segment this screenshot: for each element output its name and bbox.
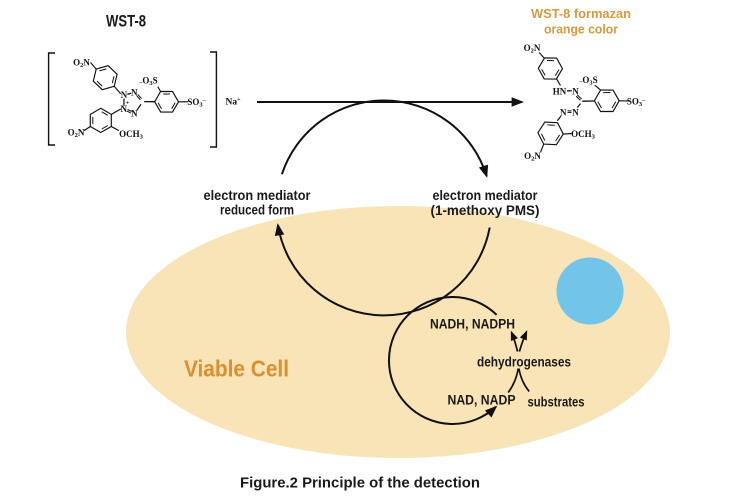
svg-text:O2N: O2N [73, 58, 90, 70]
svg-text:NAD, NADP: NAD, NADP [448, 393, 516, 408]
svg-text:N: N [572, 87, 579, 97]
svg-text:NADH, NADPH: NADH, NADPH [430, 317, 515, 332]
svg-text:O2N: O2N [524, 151, 541, 163]
svg-text:N: N [560, 108, 567, 118]
svg-text:O2N: O2N [524, 43, 541, 55]
svg-text:–O3S: –O3S [138, 76, 157, 88]
svg-text:OCH3: OCH3 [571, 129, 596, 141]
svg-text:Na+: Na+ [225, 97, 241, 108]
svg-text:N: N [121, 104, 128, 114]
svg-text:electron mediator: electron mediator [204, 188, 312, 203]
svg-text:N: N [131, 88, 138, 98]
svg-text:N: N [131, 109, 138, 119]
svg-text:OCH3: OCH3 [119, 129, 144, 141]
svg-text:orange color: orange color [544, 22, 618, 37]
svg-text:(1-methoxy PMS): (1-methoxy PMS) [431, 203, 540, 218]
svg-text:WST-8 formazan: WST-8 formazan [531, 6, 631, 21]
svg-text:HN: HN [553, 87, 567, 97]
svg-text:Figure.2 Principle of the dete: Figure.2 Principle of the detection [240, 476, 480, 492]
svg-text:substrates: substrates [528, 395, 585, 410]
svg-text:O2N: O2N [68, 128, 85, 140]
svg-text:electron mediator: electron mediator [433, 188, 539, 203]
svg-text:SO3–: SO3– [627, 97, 646, 109]
svg-text:–O3S: –O3S [578, 75, 597, 87]
svg-text:SO3–: SO3– [187, 97, 206, 109]
svg-text:reduced form: reduced form [220, 203, 294, 218]
svg-text:WST-8: WST-8 [106, 13, 146, 31]
svg-text:N: N [121, 90, 128, 100]
svg-text:dehydrogenases: dehydrogenases [477, 355, 571, 370]
svg-text:+: + [126, 100, 130, 107]
svg-text:Viable Cell: Viable Cell [184, 356, 289, 382]
svg-text:N: N [572, 108, 579, 118]
